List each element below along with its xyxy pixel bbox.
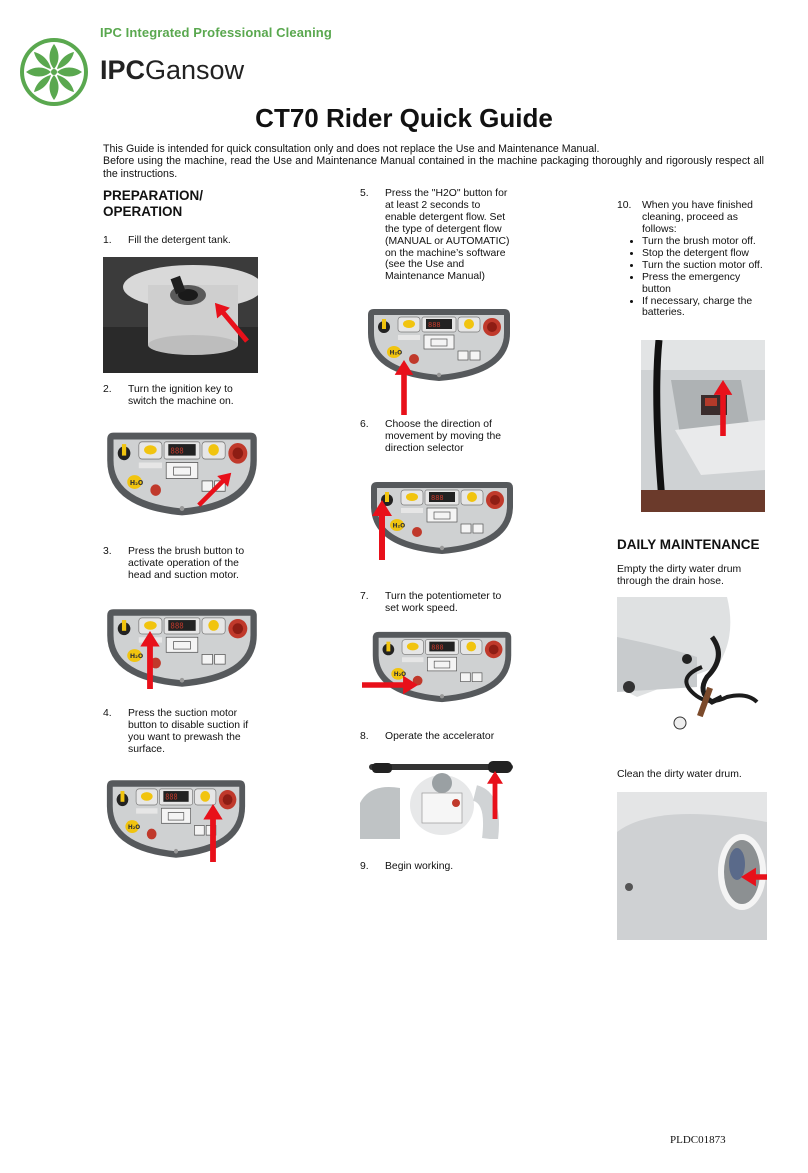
page-title: CT70 Rider Quick Guide <box>255 103 553 133</box>
step-number: 7. <box>360 591 369 602</box>
list-item: Turn the suction motor off. <box>642 260 767 272</box>
step-text: Choose the direction of movement by movi… <box>385 419 502 454</box>
intro-text: This Guide is intended for quick consult… <box>103 143 764 180</box>
control-panel-photo <box>362 628 517 708</box>
section-heading-preparation: PREPARATION/ OPERATION <box>103 188 204 219</box>
control-panel-photo <box>103 776 249 862</box>
brand-name: IPCGansow <box>100 55 244 86</box>
list-item: Stop the detergent flow <box>642 248 767 260</box>
water-drum-photo <box>617 792 767 940</box>
step-text: Press the "H2O" button for at least 2 se… <box>385 188 510 283</box>
machine-detail-photo <box>641 340 765 512</box>
brand-tagline: IPC Integrated Professional Cleaning <box>100 25 332 40</box>
drain-hose-photo <box>617 597 767 747</box>
control-panel-photo <box>364 305 514 415</box>
intro-line-2: Before using the machine, read the Use a… <box>103 155 764 180</box>
list-item: If necessary, charge the batteries. <box>642 296 767 320</box>
step-text: Turn the ignition key to switch the mach… <box>128 384 234 407</box>
step-number: 10. <box>617 200 632 211</box>
step-number: 8. <box>360 731 369 742</box>
daily-text: Empty the dirty water drum through the d… <box>617 564 742 587</box>
brand-name-rest: Gansow <box>145 55 245 85</box>
control-panel-photo <box>103 428 261 520</box>
step-text: Turn the potentiometer to set work speed… <box>385 591 502 614</box>
step-number: 4. <box>103 708 112 719</box>
step-number: 2. <box>103 384 112 395</box>
step-text: Press the brush button to activate opera… <box>128 546 245 581</box>
step-text: Press the suction motor button to disabl… <box>128 708 249 755</box>
daily-text: Clean the dirty water drum. <box>617 769 742 780</box>
intro-line-1: This Guide is intended for quick consult… <box>103 143 600 155</box>
step-number: 9. <box>360 861 369 872</box>
section-heading-daily-maintenance: DAILY MAINTENANCE <box>617 537 760 552</box>
accelerator-photo <box>360 753 517 839</box>
step-text: Begin working. <box>385 861 454 872</box>
step-text: Fill the detergent tank. <box>128 235 231 246</box>
detergent-tank-photo <box>103 257 258 373</box>
step-text: Operate the accelerator <box>385 731 495 742</box>
brand-name-bold: IPC <box>100 55 146 85</box>
finish-list: Turn the brush motor off. Stop the deter… <box>622 236 767 319</box>
step-text: When you have finished cleaning, proceed… <box>642 200 753 235</box>
step-number: 6. <box>360 419 369 430</box>
step-number: 5. <box>360 188 369 199</box>
control-panel-photo <box>367 478 517 562</box>
step-number: 1. <box>103 235 112 246</box>
brand-logo-icon <box>18 36 90 108</box>
step-number: 3. <box>103 546 112 557</box>
list-item: Press the emergency button <box>642 272 767 296</box>
control-panel-photo <box>103 605 261 691</box>
document-code: PLDC01873 <box>670 1134 726 1146</box>
list-item: Turn the brush motor off. <box>642 236 767 248</box>
